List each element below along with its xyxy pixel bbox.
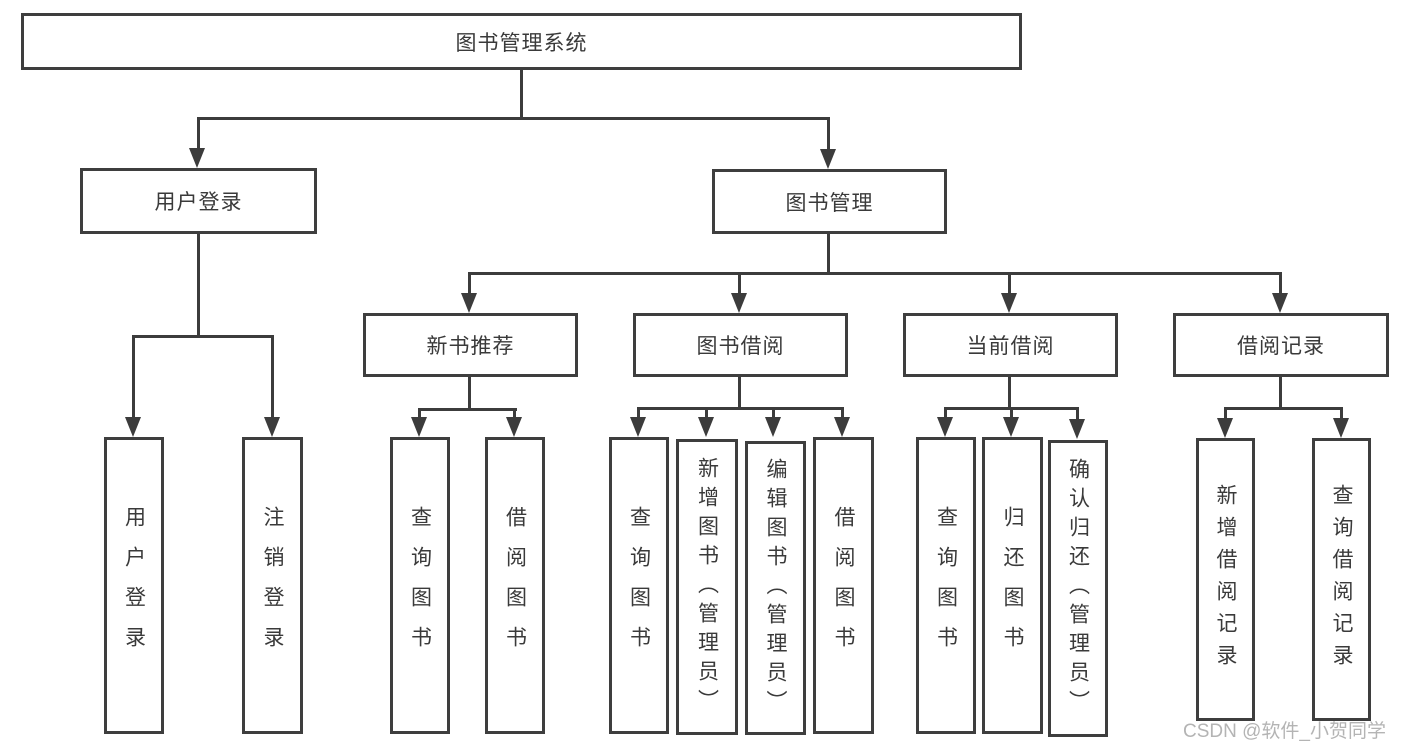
edge-borrow-to-leaf4 xyxy=(841,407,844,419)
leaf-records-add-record: 新增借阅记录 xyxy=(1196,438,1255,721)
node-new-book-recommend: 新书推荐 xyxy=(363,313,578,377)
leaf-borrow-borrow-book: 借阅图书 xyxy=(813,437,874,734)
edge-management-to-records xyxy=(1279,272,1282,296)
leaf-recommend-query-book: 查询图书 xyxy=(390,437,450,734)
edge-login-to-leaf2 xyxy=(271,335,274,420)
arrow-down-icon xyxy=(1272,293,1288,313)
leaf-recommend-query-book-label: 查询图书 xyxy=(408,505,432,666)
leaf-borrow-add-book-admin-label: 新增图书（管理员） xyxy=(695,456,719,718)
arrow-down-icon xyxy=(125,417,141,437)
edge-borrow-rail xyxy=(637,407,844,410)
edge-root-to-login xyxy=(197,117,200,151)
arrow-down-icon xyxy=(411,417,427,437)
arrow-down-icon xyxy=(1001,293,1017,313)
arrow-down-icon xyxy=(834,417,850,437)
edge-borrow-to-leaf3 xyxy=(772,407,775,419)
edge-login-stem xyxy=(197,234,200,337)
arrow-down-icon xyxy=(1003,417,1019,437)
edge-management-to-borrow xyxy=(738,272,741,296)
edge-recommend-stem xyxy=(468,377,471,408)
arrow-down-icon xyxy=(731,293,747,313)
arrow-down-icon xyxy=(264,417,280,437)
edge-borrow-to-leaf1 xyxy=(637,407,640,419)
edge-records-stem xyxy=(1279,377,1282,407)
leaf-current-return-book-label: 归还图书 xyxy=(1001,505,1024,666)
edge-borrow-to-leaf2 xyxy=(705,407,708,419)
arrow-down-icon xyxy=(765,417,781,437)
watermark: CSDN @软件_小贺同学 xyxy=(1183,721,1386,742)
leaf-borrow-query-book-label: 查询图书 xyxy=(627,505,651,666)
node-system-root-label: 图书管理系统 xyxy=(455,31,588,55)
node-user-login-label: 用户登录 xyxy=(154,191,243,214)
leaf-current-query-book-label: 查询图书 xyxy=(934,505,958,666)
leaf-borrow-edit-book-admin: 编辑图书（管理员） xyxy=(745,441,806,735)
edge-root-stem xyxy=(520,69,523,119)
edge-current-to-leaf3 xyxy=(1076,407,1079,419)
node-book-borrow: 图书借阅 xyxy=(633,313,848,377)
node-current-borrow-label: 当前借阅 xyxy=(966,335,1055,358)
edge-current-to-leaf2 xyxy=(1010,407,1013,419)
leaf-current-return-book: 归还图书 xyxy=(982,437,1043,734)
leaf-records-query-record-label: 查询借阅记录 xyxy=(1330,483,1353,676)
arrow-down-icon xyxy=(820,149,836,169)
arrow-down-icon xyxy=(630,417,646,437)
edge-management-stem xyxy=(827,234,830,274)
edge-management-to-current xyxy=(1008,272,1011,296)
leaf-records-query-record: 查询借阅记录 xyxy=(1312,438,1371,721)
edge-login-to-leaf1 xyxy=(132,335,135,420)
leaf-borrow-borrow-book-label: 借阅图书 xyxy=(832,505,855,666)
arrow-down-icon xyxy=(698,417,714,437)
edge-records-to-leaf1 xyxy=(1224,407,1227,419)
node-book-management: 图书管理 xyxy=(712,169,947,234)
node-current-borrow: 当前借阅 xyxy=(903,313,1118,377)
leaf-logout: 注销登录 xyxy=(242,437,303,734)
leaf-current-confirm-return-admin: 确认归还（管理员） xyxy=(1048,440,1108,737)
edge-records-rail xyxy=(1224,407,1342,410)
leaf-recommend-borrow-book: 借阅图书 xyxy=(485,437,545,734)
node-new-book-recommend-label: 新书推荐 xyxy=(426,335,515,358)
edge-management-to-recommend xyxy=(468,272,471,296)
leaf-logout-label: 注销登录 xyxy=(261,505,284,666)
arrow-down-icon xyxy=(461,293,477,313)
edge-current-to-leaf1 xyxy=(944,407,947,419)
node-book-management-label: 图书管理 xyxy=(785,191,874,215)
edge-recommend-to-leaf2 xyxy=(513,408,516,420)
node-borrow-records: 借阅记录 xyxy=(1173,313,1389,377)
leaf-borrow-add-book-admin: 新增图书（管理员） xyxy=(676,439,738,735)
arrow-down-icon xyxy=(506,417,522,437)
leaf-records-add-record-label: 新增借阅记录 xyxy=(1214,483,1237,676)
leaf-user-login: 用户登录 xyxy=(104,437,164,734)
edge-current-stem xyxy=(1008,377,1011,407)
edge-root-rail xyxy=(197,117,830,120)
edge-root-to-management xyxy=(827,117,830,152)
arrow-down-icon xyxy=(1333,418,1349,438)
leaf-user-login-label: 用户登录 xyxy=(122,505,146,666)
leaf-borrow-edit-book-admin-label: 编辑图书（管理员） xyxy=(764,457,787,719)
arrow-down-icon xyxy=(1217,418,1233,438)
node-user-login: 用户登录 xyxy=(80,168,317,234)
leaf-recommend-borrow-book-label: 借阅图书 xyxy=(503,505,527,666)
edge-login-rail xyxy=(132,335,274,338)
node-book-borrow-label: 图书借阅 xyxy=(696,335,785,358)
node-system-root: 图书管理系统 xyxy=(21,13,1022,70)
node-borrow-records-label: 借阅记录 xyxy=(1237,335,1325,358)
leaf-current-query-book: 查询图书 xyxy=(916,437,976,734)
edge-recommend-to-leaf1 xyxy=(418,408,421,420)
arrow-down-icon xyxy=(189,148,205,168)
edge-records-to-leaf2 xyxy=(1340,407,1343,419)
edge-borrow-stem xyxy=(738,377,741,407)
edge-management-rail xyxy=(468,272,1281,275)
leaf-borrow-query-book: 查询图书 xyxy=(609,437,669,734)
arrow-down-icon xyxy=(1069,419,1085,439)
edge-recommend-rail xyxy=(418,408,517,411)
leaf-current-confirm-return-admin-label: 确认归还（管理员） xyxy=(1066,458,1090,719)
arrow-down-icon xyxy=(937,417,953,437)
